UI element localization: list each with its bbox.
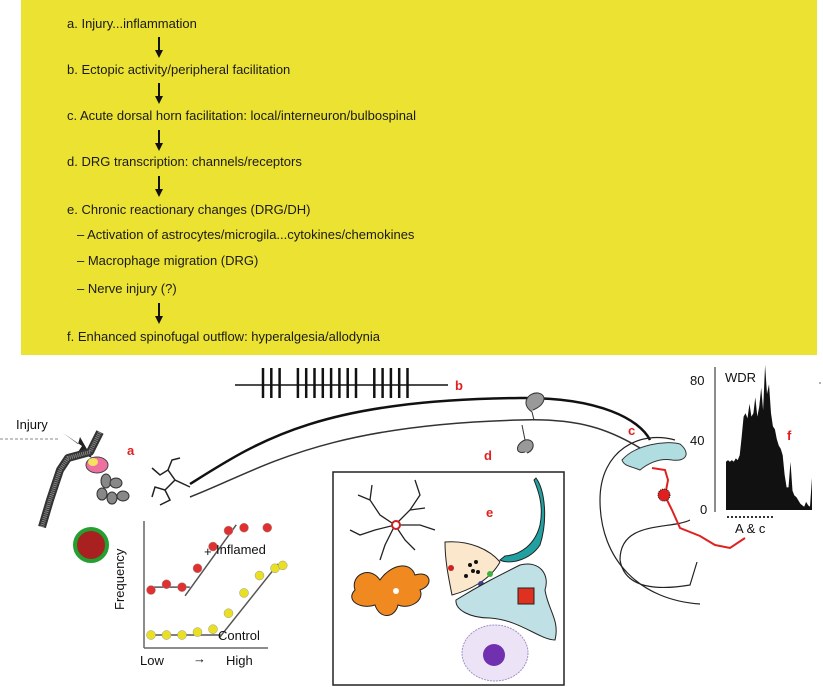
immune-cells-cluster — [96, 473, 130, 505]
inflamed-label: Inflamed — [216, 542, 266, 557]
step-a: a. Injury...inflammation — [67, 16, 197, 31]
inflamed-point — [239, 522, 249, 533]
inflamed-point — [161, 579, 172, 589]
receptor-icon — [517, 587, 535, 605]
inflamed-point — [223, 525, 234, 536]
postsynaptic-neuron — [455, 563, 557, 641]
control-point — [239, 588, 249, 598]
wdr-ytick-40: 40 — [690, 433, 704, 448]
sub-item-macrophage: – Macrophage migration (DRG) — [77, 253, 259, 268]
microglia-icon — [351, 565, 430, 616]
nerve-terminals — [151, 457, 191, 506]
injury-site: Injury a — [0, 417, 135, 563]
control-point — [146, 630, 156, 640]
projection-neuron-axon — [651, 467, 746, 550]
inflamed-point — [262, 522, 272, 533]
down-arrow-icon — [155, 130, 163, 151]
inflamed-point — [177, 582, 187, 592]
down-arrow-icon — [155, 303, 163, 324]
sub-item-nerve-injury: – Nerve injury (?) — [77, 281, 177, 296]
step-e: e. Chronic reactionary changes (DRG/DH) — [67, 202, 311, 217]
step-c: c. Acute dorsal horn facilitation: local… — [67, 108, 417, 123]
wdr-neuron-icon — [657, 488, 671, 502]
fit-line — [184, 524, 237, 597]
down-arrow-icon — [155, 37, 163, 58]
freq-xlabel-low: Low — [140, 653, 164, 668]
step-b: b. Ectopic activity/peripheral facilitat… — [67, 62, 291, 77]
drg-cell-bodies — [517, 392, 545, 454]
label-f: f — [787, 428, 792, 443]
control-point — [161, 630, 172, 640]
control-point — [223, 608, 234, 618]
control-point — [254, 570, 265, 581]
wdr-histogram-area — [726, 365, 812, 510]
inflamed-point — [146, 585, 156, 595]
step-f: f. Enhanced spinofugal outflow: hyperalg… — [67, 329, 380, 344]
wdr-ytick-0: 0 — [700, 502, 707, 517]
spinal-cord-section: c — [599, 423, 746, 605]
flowchart-panel: a. Injury...inflammation b. Ectopic acti… — [21, 0, 817, 355]
fit-line — [218, 563, 279, 639]
control-point — [177, 630, 187, 640]
axon-lower — [189, 419, 641, 498]
step-d: d. DRG transcription: channels/receptors — [67, 154, 302, 169]
spike-train: b — [235, 368, 463, 398]
control-point — [192, 627, 203, 637]
freq-ylabel: Frequency — [112, 548, 127, 610]
control-label: Control — [218, 628, 260, 643]
astrocyte-icon — [349, 479, 436, 561]
down-arrow-icon — [155, 176, 163, 197]
inflamed-point — [192, 563, 203, 574]
inflamed-cell-icon — [73, 527, 109, 563]
label-e: e — [486, 505, 493, 520]
inflamed-point — [208, 541, 218, 552]
axon-upper — [189, 396, 652, 486]
label-c: c — [628, 423, 635, 438]
dorsal-horn — [621, 442, 687, 471]
freq-xlabel-high: High — [226, 653, 253, 668]
down-arrow-icon — [155, 83, 163, 104]
label-b: b — [455, 378, 463, 393]
control-point — [208, 624, 218, 634]
inflamed-marker: + — [204, 544, 212, 559]
glia-panel: e — [332, 471, 565, 686]
injury-label: Injury — [16, 417, 48, 432]
wdr-ytick-80: 80 — [690, 373, 704, 388]
descending-fiber — [499, 477, 546, 563]
wdr-title: WDR — [725, 370, 756, 385]
frequency-plot: Frequency Low → High Inflamed + Control — [112, 521, 288, 668]
pain-pathway-illustration: Injury a d b c — [0, 365, 821, 686]
wdr-histogram: 80 40 0 WDR f A & c — [690, 365, 812, 536]
control-point — [278, 560, 288, 571]
label-d: d — [484, 448, 492, 463]
sub-item-glia: – Activation of astrocytes/microgila...c… — [77, 227, 415, 242]
label-a: a — [127, 443, 135, 458]
wdr-xlabel: A & c — [735, 521, 766, 536]
freq-xlabel-arrow: → — [193, 651, 206, 666]
